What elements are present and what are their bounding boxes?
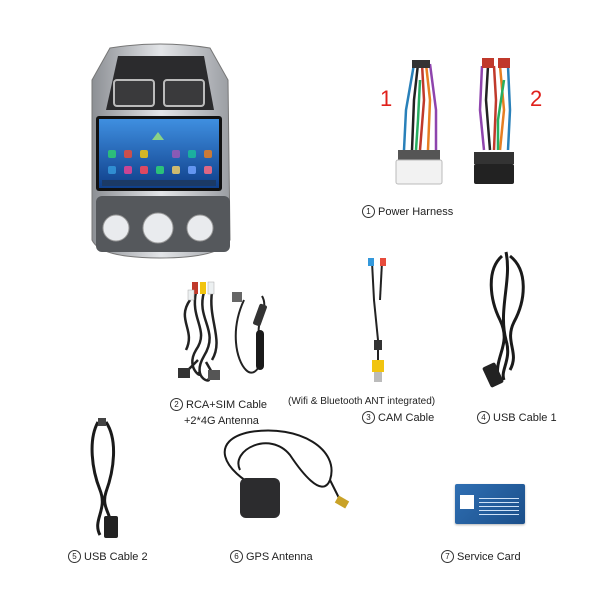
- caption-3-label: CAM Cable: [378, 412, 435, 424]
- caption-2-number: 2: [170, 398, 183, 411]
- harness-2-black-plug: [474, 164, 514, 184]
- caption-6-number: 6: [230, 550, 243, 563]
- wifi-bluetooth-note: (Wifi & Bluetooth ANT integrated): [288, 396, 436, 407]
- harness-1-top-connector: [412, 60, 430, 68]
- caption-7-number: 7: [441, 550, 454, 563]
- caption-4-label: USB Cable 1: [493, 412, 557, 424]
- caption-7-label: Service Card: [457, 551, 521, 563]
- caption-4-number: 4: [477, 411, 490, 424]
- caption-6-label: GPS Antenna: [246, 551, 313, 563]
- harness-marker-1: 1: [380, 86, 393, 111]
- harness-2: [478, 65, 512, 151]
- qr-code-icon: [460, 495, 474, 509]
- caption-rca-sim-line2: +2*4G Antenna: [184, 415, 259, 427]
- caption-1-label: Power Harness: [378, 206, 454, 218]
- gps-puck: [240, 478, 280, 518]
- caption-3-number: 3: [362, 411, 375, 424]
- harness-1-white-plug: [395, 159, 443, 185]
- service-card-image: [455, 484, 525, 524]
- harness-1: [402, 63, 438, 151]
- caption-5-number: 5: [68, 550, 81, 563]
- harness-marker-2: 2: [530, 86, 543, 111]
- caption-2-label: RCA+SIM Cable: [186, 399, 268, 411]
- caption-5-label: USB Cable 2: [84, 551, 148, 563]
- caption-1-number: 1: [362, 205, 375, 218]
